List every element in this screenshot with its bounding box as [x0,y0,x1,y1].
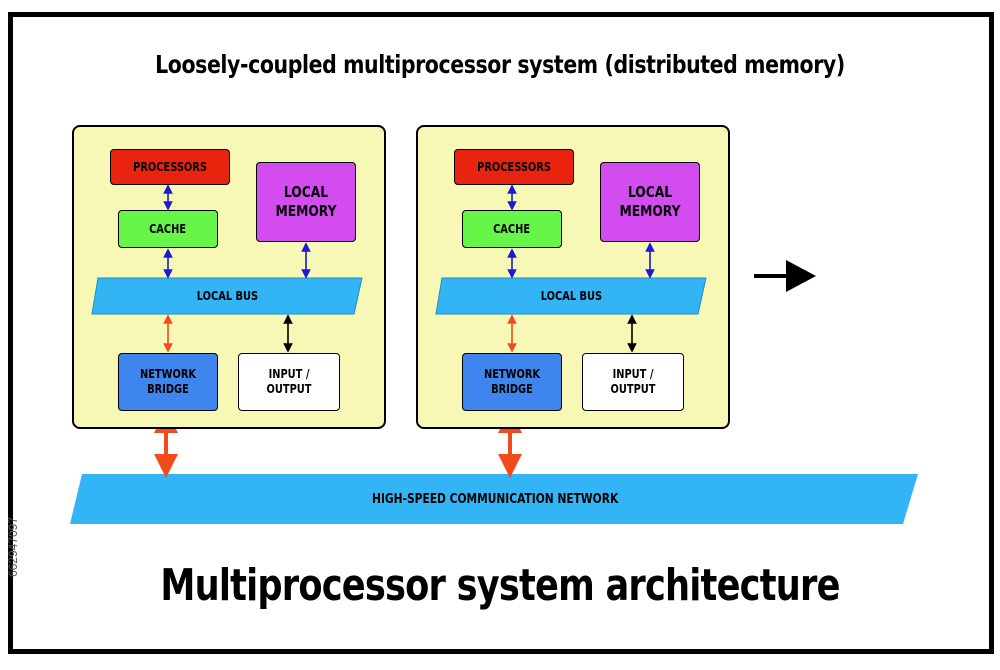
local-bus-shape [435,277,707,315]
local-bus-shape [91,277,363,315]
processors-box: PROCESSORS [110,149,230,185]
local-memory-box: LOCAL MEMORY [600,162,700,242]
network-bridge-box: NETWORK BRIDGE [118,353,218,411]
communication-network-bus [70,474,918,524]
local-bus-label: LOCAL BUS [540,289,602,303]
node-2: PROCESSORS CACHE LOCAL MEMORY LOCAL BUS … [416,125,730,429]
processors-box: PROCESSORS [454,149,574,185]
node-1: PROCESSORS CACHE LOCAL MEMORY LOCAL BUS … [72,125,386,429]
bottom-title: Multiprocessor system architecture [160,560,840,611]
local-bus-label: LOCAL BUS [196,289,258,303]
right-arrow-icon [754,260,816,292]
cache-box: CACHE [118,210,218,248]
input-output-box: INPUT / OUTPUT [582,353,684,411]
stock-id-watermark: 662947097 [6,516,20,578]
diagram-title: Loosely-coupled multiprocessor system (d… [155,50,845,79]
cache-box: CACHE [462,210,562,248]
node-1-connections [91,184,363,353]
network-label: HIGH-SPEED COMMUNICATION NETWORK [371,491,619,507]
input-output-box: INPUT / OUTPUT [238,353,340,411]
network-bridge-box: NETWORK BRIDGE [462,353,562,411]
local-memory-box: LOCAL MEMORY [256,162,356,242]
node-2-connections [435,184,707,353]
